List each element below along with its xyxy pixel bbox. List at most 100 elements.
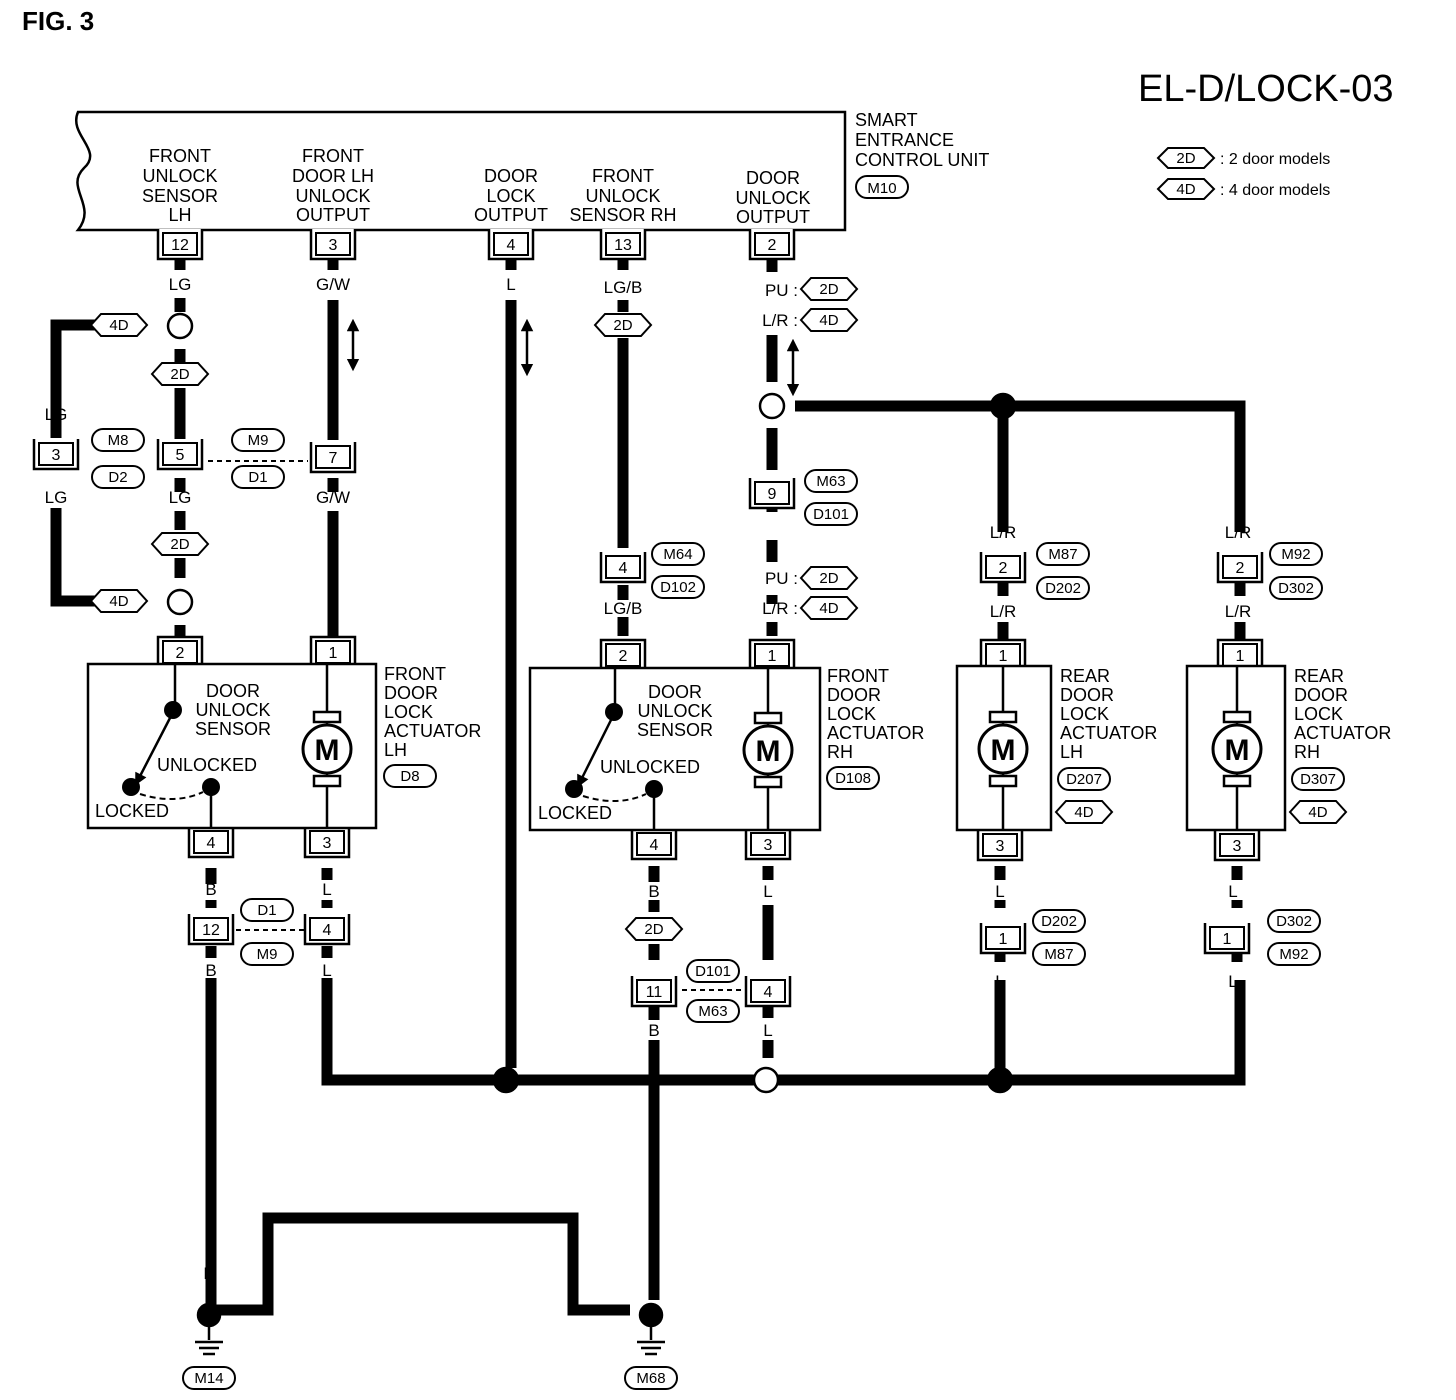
connector-pin: 3 <box>1213 830 1261 862</box>
svg-text:4D: 4D <box>819 600 838 617</box>
motor-icon <box>977 723 1029 775</box>
connector-pin: 2 <box>1216 552 1264 584</box>
svg-text:L: L <box>1228 972 1237 991</box>
connector-pin: 1 <box>1203 923 1251 955</box>
svg-text:UNLOCKED: UNLOCKED <box>600 757 700 777</box>
svg-text:B: B <box>648 882 659 901</box>
connector-pin: 4 <box>599 552 647 584</box>
svg-text:B: B <box>205 961 216 980</box>
connector-tag: D101 <box>804 502 858 526</box>
connector-tag: D302 <box>1267 909 1321 933</box>
svg-text:B: B <box>205 880 216 899</box>
svg-text:12: 12 <box>171 237 189 254</box>
connector-pin: 2 <box>156 635 204 667</box>
svg-text:4: 4 <box>619 560 628 577</box>
solid-junction <box>989 392 1017 420</box>
svg-text:D102: D102 <box>660 579 696 596</box>
svg-text:D202: D202 <box>1045 580 1081 597</box>
svg-text:SENSOR: SENSOR <box>195 719 271 739</box>
connector-tag: M9 <box>231 428 285 452</box>
connector-tag: M9 <box>240 942 294 966</box>
actuator-rear-rh: M REAR DOOR LOCK ACTUATOR RH <box>1185 664 1391 832</box>
svg-text:4D: 4D <box>109 593 128 610</box>
svg-text:9: 9 <box>768 486 777 503</box>
svg-text:LOCK: LOCK <box>1060 704 1109 724</box>
svg-text:L: L <box>995 882 1004 901</box>
svg-text:DOOR LH: DOOR LH <box>292 166 374 186</box>
model-tag: 2D <box>799 277 859 301</box>
svg-text:D101: D101 <box>813 506 849 523</box>
svg-text:4D: 4D <box>819 312 838 329</box>
connector-tag: D202 <box>1036 576 1090 600</box>
svg-text:4D: 4D <box>1074 804 1093 821</box>
connector-tag: D1 <box>231 465 285 489</box>
connector-tag: D108 <box>826 766 880 790</box>
svg-text:FRONT: FRONT <box>384 664 446 684</box>
connector-pin: 2 <box>979 552 1027 584</box>
svg-text:L/R: L/R <box>990 523 1016 542</box>
ground-junction <box>638 1302 664 1328</box>
model-tag: 2D <box>624 917 684 941</box>
svg-text:2: 2 <box>619 648 628 665</box>
svg-text:L: L <box>322 961 331 980</box>
svg-text:REAR: REAR <box>1060 666 1110 686</box>
svg-text:OUTPUT: OUTPUT <box>296 205 370 225</box>
svg-text:2: 2 <box>176 645 185 662</box>
solid-junction <box>492 1066 520 1094</box>
open-junction <box>752 1066 780 1094</box>
svg-text:B: B <box>648 1021 659 1040</box>
connector-pin: 4 <box>187 827 235 859</box>
svg-text:3: 3 <box>323 835 332 852</box>
connector-tag: M63 <box>804 469 858 493</box>
svg-text:LG: LG <box>169 488 192 507</box>
connector-pin: 1 <box>979 923 1027 955</box>
model-tag: 4D <box>1054 800 1114 824</box>
svg-text:M14: M14 <box>194 1370 223 1387</box>
connector-pin: 12 <box>156 229 204 261</box>
svg-text:1: 1 <box>329 645 338 662</box>
wire-color-labels: LG G/W L LG/B PU : L/R : LG LG LG G/W LG… <box>45 275 1252 1283</box>
connector-pin: 3 <box>303 827 351 859</box>
svg-text:11: 11 <box>646 984 663 1001</box>
svg-text:DOOR: DOOR <box>746 168 800 188</box>
svg-text:4: 4 <box>207 835 216 852</box>
svg-text:ACTUATOR: ACTUATOR <box>827 723 924 743</box>
svg-text:ACTUATOR: ACTUATOR <box>1294 723 1391 743</box>
svg-text:2D: 2D <box>819 570 838 587</box>
connector-pin: 2 <box>599 638 647 670</box>
svg-text:4: 4 <box>764 984 773 1001</box>
svg-text:LG: LG <box>45 488 68 507</box>
svg-text:SMART: SMART <box>855 110 918 130</box>
svg-text:M63: M63 <box>698 1003 727 1020</box>
connector-tag: D102 <box>651 575 705 599</box>
connector-pin: 4 <box>487 229 535 261</box>
model-tag: 4D <box>1288 800 1348 824</box>
connector-tag: M64 <box>651 542 705 566</box>
connector-pin: 3 <box>32 439 80 471</box>
connector-tag: M87 <box>1036 542 1090 566</box>
svg-text:OUTPUT: OUTPUT <box>474 205 548 225</box>
connector-pin: 11 <box>630 976 678 1008</box>
connector-tag: D2 <box>91 465 145 489</box>
svg-text:1: 1 <box>1223 931 1232 948</box>
connector-tag: D101 <box>686 959 740 983</box>
svg-text:RH: RH <box>1294 742 1320 762</box>
svg-text:DOOR: DOOR <box>827 685 881 705</box>
svg-text:D1: D1 <box>257 902 276 919</box>
svg-text:M64: M64 <box>663 546 692 563</box>
svg-text:DOOR: DOOR <box>648 682 702 702</box>
svg-text:LOCK: LOCK <box>827 704 876 724</box>
svg-text:DOOR: DOOR <box>1060 685 1114 705</box>
svg-text:M: M <box>756 735 781 768</box>
svg-text:DOOR: DOOR <box>1294 685 1348 705</box>
motor-icon <box>301 723 353 775</box>
svg-text:B: B <box>203 1264 214 1283</box>
svg-text:LOCK: LOCK <box>486 186 535 206</box>
svg-text:ENTRANCE: ENTRANCE <box>855 130 954 150</box>
connector-tag: M63 <box>686 999 740 1023</box>
svg-text:LOCK: LOCK <box>1294 704 1343 724</box>
svg-text:FRONT: FRONT <box>827 666 889 686</box>
svg-text:B: B <box>262 1264 273 1283</box>
svg-text:13: 13 <box>614 237 632 254</box>
